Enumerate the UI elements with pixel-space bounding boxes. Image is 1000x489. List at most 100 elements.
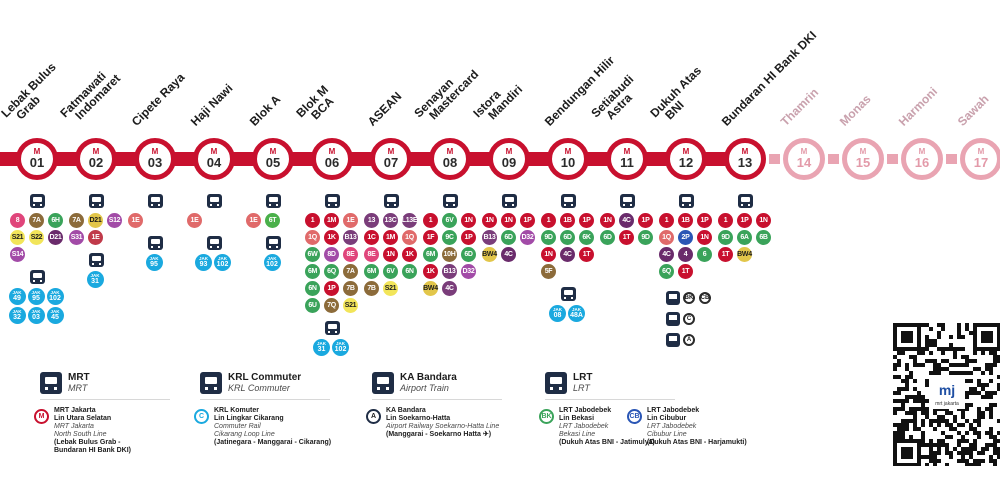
- route-badge[interactable]: 1K: [402, 247, 417, 262]
- route-badge[interactable]: 1N: [501, 213, 516, 228]
- route-badge[interactable]: 1N: [461, 213, 476, 228]
- route-badge[interactable]: 8E: [343, 247, 358, 262]
- route-badge[interactable]: 8E: [364, 247, 379, 262]
- route-badge[interactable]: 1B: [678, 213, 693, 228]
- route-badge[interactable]: 1E: [128, 213, 143, 228]
- route-badge[interactable]: 6B: [756, 230, 771, 245]
- route-badge[interactable]: 6H: [48, 213, 63, 228]
- route-badge[interactable]: 1P: [638, 213, 653, 228]
- route-badge[interactable]: 1T: [619, 230, 634, 245]
- route-badge[interactable]: 8: [10, 213, 25, 228]
- interchange-badge[interactable]: BK: [683, 292, 695, 304]
- route-badge[interactable]: B13: [343, 230, 358, 245]
- route-badge[interactable]: 1: [305, 213, 320, 228]
- route-badge[interactable]: 6V: [442, 213, 457, 228]
- route-badge[interactable]: 6U: [305, 298, 320, 313]
- route-badge[interactable]: 8D: [324, 247, 339, 262]
- route-badge[interactable]: 6D: [560, 230, 575, 245]
- route-badge[interactable]: S21: [343, 298, 358, 313]
- route-badge[interactable]: 1N: [756, 213, 771, 228]
- route-badge[interactable]: 6M: [305, 264, 320, 279]
- interchange-badge[interactable]: A: [683, 334, 695, 346]
- route-badge[interactable]: 1Q: [402, 230, 417, 245]
- route-badge[interactable]: 6N: [305, 281, 320, 296]
- route-badge[interactable]: BW4: [482, 247, 497, 262]
- route-badge[interactable]: 13: [364, 213, 379, 228]
- route-badge[interactable]: 4C: [659, 247, 674, 262]
- route-badge[interactable]: 13C: [383, 213, 398, 228]
- route-badge[interactable]: S14: [10, 247, 25, 262]
- route-badge[interactable]: B13: [442, 264, 457, 279]
- route-badge[interactable]: D21: [88, 213, 103, 228]
- route-badge[interactable]: 1Q: [305, 230, 320, 245]
- route-badge[interactable]: D32: [520, 230, 535, 245]
- route-badge[interactable]: 1M: [383, 230, 398, 245]
- route-badge[interactable]: 1K: [324, 230, 339, 245]
- route-badge[interactable]: 6N: [402, 264, 417, 279]
- route-badge[interactable]: 1Q: [659, 230, 674, 245]
- route-badge[interactable]: D21: [48, 230, 63, 245]
- route-badge[interactable]: 1T: [678, 264, 693, 279]
- route-badge[interactable]: 1P: [737, 213, 752, 228]
- route-badge[interactable]: 6V: [383, 264, 398, 279]
- route-badge[interactable]: 4: [678, 247, 693, 262]
- route-badge[interactable]: 1P: [697, 213, 712, 228]
- route-badge[interactable]: 7Q: [324, 298, 339, 313]
- route-badge[interactable]: 10H: [442, 247, 457, 262]
- route-badge[interactable]: 9D: [638, 230, 653, 245]
- route-badge[interactable]: 4C: [560, 247, 575, 262]
- route-badge[interactable]: 6A: [737, 230, 752, 245]
- route-badge[interactable]: 1E: [246, 213, 261, 228]
- route-badge[interactable]: 1N: [541, 247, 556, 262]
- route-badge[interactable]: S12: [107, 213, 122, 228]
- route-badge[interactable]: 1K: [423, 264, 438, 279]
- route-badge[interactable]: B13: [482, 230, 497, 245]
- route-badge[interactable]: BW4: [737, 247, 752, 262]
- route-badge[interactable]: 1: [659, 213, 674, 228]
- route-badge[interactable]: 1T: [718, 247, 733, 262]
- route-badge[interactable]: 1T: [579, 247, 594, 262]
- route-badge[interactable]: 9D: [718, 230, 733, 245]
- route-badge[interactable]: 1P: [461, 230, 476, 245]
- route-badge[interactable]: 1N: [697, 230, 712, 245]
- route-badge[interactable]: 6T: [265, 213, 280, 228]
- route-badge[interactable]: 1E: [187, 213, 202, 228]
- route-badge[interactable]: 4C: [442, 281, 457, 296]
- route-badge[interactable]: 6: [697, 247, 712, 262]
- route-badge[interactable]: 7B: [343, 281, 358, 296]
- route-badge[interactable]: 4C: [501, 247, 516, 262]
- route-badge[interactable]: 1N: [482, 213, 497, 228]
- route-badge[interactable]: S31: [69, 230, 84, 245]
- route-badge[interactable]: BW4: [423, 281, 438, 296]
- route-badge[interactable]: 7A: [69, 213, 84, 228]
- route-badge[interactable]: S21: [383, 281, 398, 296]
- route-badge[interactable]: S21: [10, 230, 25, 245]
- route-badge[interactable]: 6D: [600, 230, 615, 245]
- route-badge[interactable]: 1P: [579, 213, 594, 228]
- route-badge[interactable]: 6Q: [324, 264, 339, 279]
- route-badge[interactable]: 1: [718, 213, 733, 228]
- route-badge[interactable]: 6M: [423, 247, 438, 262]
- route-badge[interactable]: 1P: [520, 213, 535, 228]
